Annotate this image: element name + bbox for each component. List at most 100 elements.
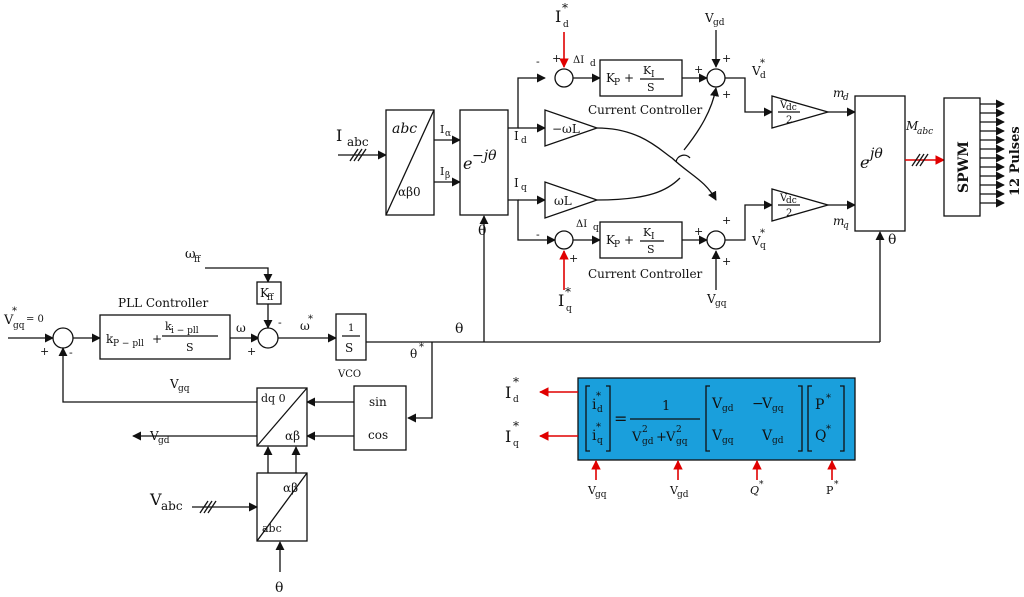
sin-cos-block: sin cos bbox=[306, 385, 407, 451]
svg-text:abc: abc bbox=[161, 499, 183, 513]
svg-text:*: * bbox=[759, 480, 764, 490]
svg-text:+: + bbox=[722, 52, 731, 65]
svg-text:abc: abc bbox=[917, 127, 933, 137]
svg-text:θ: θ bbox=[275, 580, 283, 596]
svg-text:-: - bbox=[536, 55, 540, 68]
svg-text:*: * bbox=[419, 342, 424, 353]
svg-text:I: I bbox=[555, 7, 561, 26]
svg-text:*: * bbox=[596, 422, 601, 433]
svg-text:q: q bbox=[593, 223, 599, 233]
svg-text:2: 2 bbox=[786, 208, 792, 219]
svg-text:K: K bbox=[606, 233, 616, 247]
svg-text:gd: gd bbox=[722, 404, 734, 414]
svg-text:+: + bbox=[152, 332, 162, 346]
svg-text:ωL: ωL bbox=[554, 194, 572, 208]
svg-text:V: V bbox=[704, 11, 714, 25]
park-transform-block: e −jθ θ bbox=[459, 109, 509, 342]
equation-panel bbox=[577, 377, 856, 461]
svg-text:I: I bbox=[505, 383, 511, 402]
svg-text:k: k bbox=[106, 332, 114, 346]
svg-text:V: V bbox=[3, 313, 14, 328]
svg-text:PLL Controller: PLL Controller bbox=[118, 296, 209, 310]
svg-text:V: V bbox=[149, 429, 159, 443]
svg-text:dq 0: dq 0 bbox=[261, 392, 286, 405]
svg-text:+: + bbox=[722, 255, 731, 268]
svg-text:gd: gd bbox=[713, 18, 725, 28]
equation-outputs: I*d I*q bbox=[505, 375, 578, 449]
svg-text:gd: gd bbox=[158, 436, 170, 446]
svg-text:d: d bbox=[513, 395, 519, 405]
svg-text:ΔI: ΔI bbox=[576, 219, 587, 230]
decoupling-q: ωL bbox=[544, 181, 599, 219]
abc-to-alphabeta0-block: abc αβ0 bbox=[385, 109, 435, 216]
svg-text:I: I bbox=[505, 427, 511, 446]
svg-text:P: P bbox=[815, 397, 824, 413]
svg-text:gq: gq bbox=[772, 404, 784, 414]
svg-text:e: e bbox=[860, 153, 869, 172]
svg-text:= 0: = 0 bbox=[26, 314, 44, 325]
svg-text:V: V bbox=[779, 100, 788, 111]
decoupling-d: −ωL bbox=[544, 109, 599, 147]
svg-text:gq: gq bbox=[722, 436, 734, 446]
svg-text:+: + bbox=[569, 252, 578, 265]
svg-text:m: m bbox=[833, 214, 844, 228]
svg-text:q: q bbox=[566, 304, 572, 314]
inverse-park-block: e jθ θ bbox=[854, 95, 906, 342]
svg-text:*: * bbox=[760, 58, 765, 69]
svg-text:I: I bbox=[440, 123, 444, 136]
svg-text:ω: ω bbox=[185, 247, 196, 262]
svg-text:I: I bbox=[336, 126, 342, 145]
svg-text:q: q bbox=[597, 436, 603, 446]
svg-text:gq: gq bbox=[676, 437, 688, 447]
svg-text:S: S bbox=[186, 341, 194, 354]
svg-text:M: M bbox=[905, 119, 919, 133]
svg-text:jθ: jθ bbox=[867, 146, 883, 162]
svg-text:*: * bbox=[826, 424, 831, 435]
svg-text:q: q bbox=[521, 183, 527, 193]
vgq-ref-input: V * gq = 0 + bbox=[3, 306, 54, 358]
svg-text:gq: gq bbox=[178, 384, 190, 394]
svg-text:q: q bbox=[513, 439, 519, 449]
svg-text:I: I bbox=[558, 291, 564, 310]
svg-text:V: V bbox=[751, 64, 761, 78]
svg-text:gq: gq bbox=[595, 490, 607, 500]
svg-text:+: + bbox=[624, 71, 634, 85]
svg-text:d: d bbox=[597, 405, 603, 415]
svg-text:V: V bbox=[665, 430, 676, 445]
svg-text:ω: ω bbox=[300, 319, 310, 333]
svg-text:gd: gd bbox=[677, 490, 689, 500]
svg-text:Current Controller: Current Controller bbox=[588, 267, 703, 281]
svg-text:K: K bbox=[643, 64, 652, 77]
svg-text:V: V bbox=[751, 234, 761, 248]
abc-to-alphabeta-block: αβ abc θ bbox=[256, 446, 308, 596]
svg-text:abc: abc bbox=[347, 135, 369, 149]
svg-text:V: V bbox=[587, 484, 597, 497]
svg-text:I: I bbox=[514, 129, 519, 143]
svg-text:V: V bbox=[711, 428, 723, 444]
svg-text:abc: abc bbox=[392, 121, 417, 137]
svg-text:*: * bbox=[513, 419, 519, 433]
svg-text:−: − bbox=[752, 396, 764, 412]
svg-text:gd: gd bbox=[642, 437, 654, 447]
svg-text:*: * bbox=[12, 306, 17, 317]
svg-text:K: K bbox=[643, 226, 652, 239]
svg-text:+: + bbox=[722, 88, 731, 101]
svg-text:dc: dc bbox=[786, 103, 797, 113]
svg-text:*: * bbox=[760, 228, 765, 239]
svg-text:12 Pulses: 12 Pulses bbox=[1008, 126, 1023, 196]
svg-text:Q: Q bbox=[750, 484, 759, 497]
svg-text:d: d bbox=[760, 71, 766, 81]
svg-text:αβ: αβ bbox=[285, 429, 300, 443]
svg-text:S: S bbox=[345, 341, 353, 355]
vdc-gain-q: Vdc 2 mq bbox=[771, 188, 856, 231]
vco-integrator: 1 S VCO bbox=[335, 313, 367, 380]
svg-text:+: + bbox=[722, 214, 731, 227]
